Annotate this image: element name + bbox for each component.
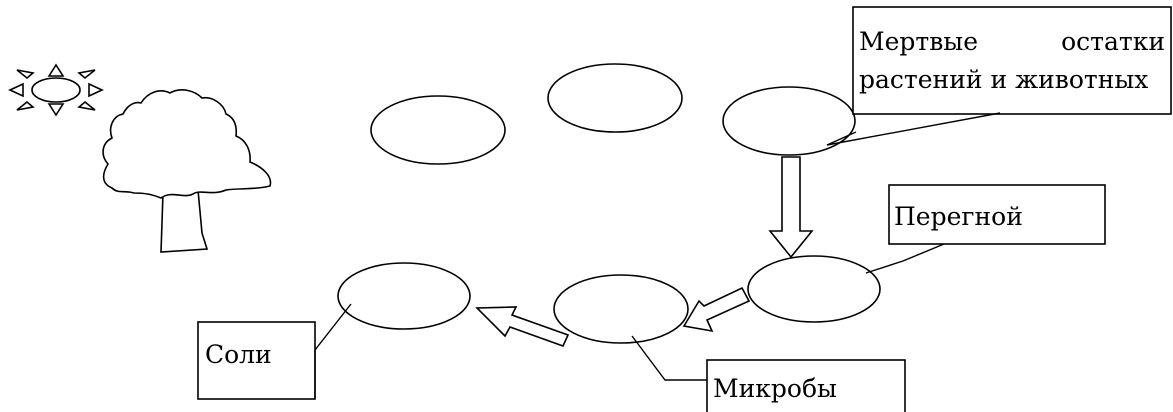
salts-box [197, 321, 316, 400]
dead-remains-box [852, 6, 1172, 115]
dead-remains-ellipse [722, 86, 856, 156]
down-arrow [768, 156, 814, 259]
sun-icon [8, 63, 104, 117]
dead-remains-label-word1: Мертвые [859, 27, 978, 56]
microbes-label: Микробы [713, 374, 837, 403]
arrow-humus-to-microbes [682, 286, 751, 333]
dead-remains-label-word2: остатки [1061, 27, 1165, 56]
microbes-box [706, 359, 906, 412]
humus-ellipse [747, 255, 881, 323]
microbes-pointer [631, 335, 707, 381]
empty-ellipse-left [370, 95, 506, 165]
arrow-microbes-to-salts [475, 306, 570, 348]
empty-ellipse-middle [547, 63, 683, 133]
salts-ellipse [337, 262, 471, 330]
dead-remains-label-line2: растений и животных [859, 65, 1148, 94]
humus-box [888, 184, 1106, 245]
humus-pointer [865, 243, 945, 274]
salts-label: Соли [205, 340, 272, 369]
tree-icon [102, 89, 272, 253]
humus-label: Перегной [894, 202, 1023, 231]
dead-remains-pointer [826, 112, 1001, 146]
microbes-ellipse [553, 274, 689, 344]
salts-pointer [314, 303, 352, 398]
